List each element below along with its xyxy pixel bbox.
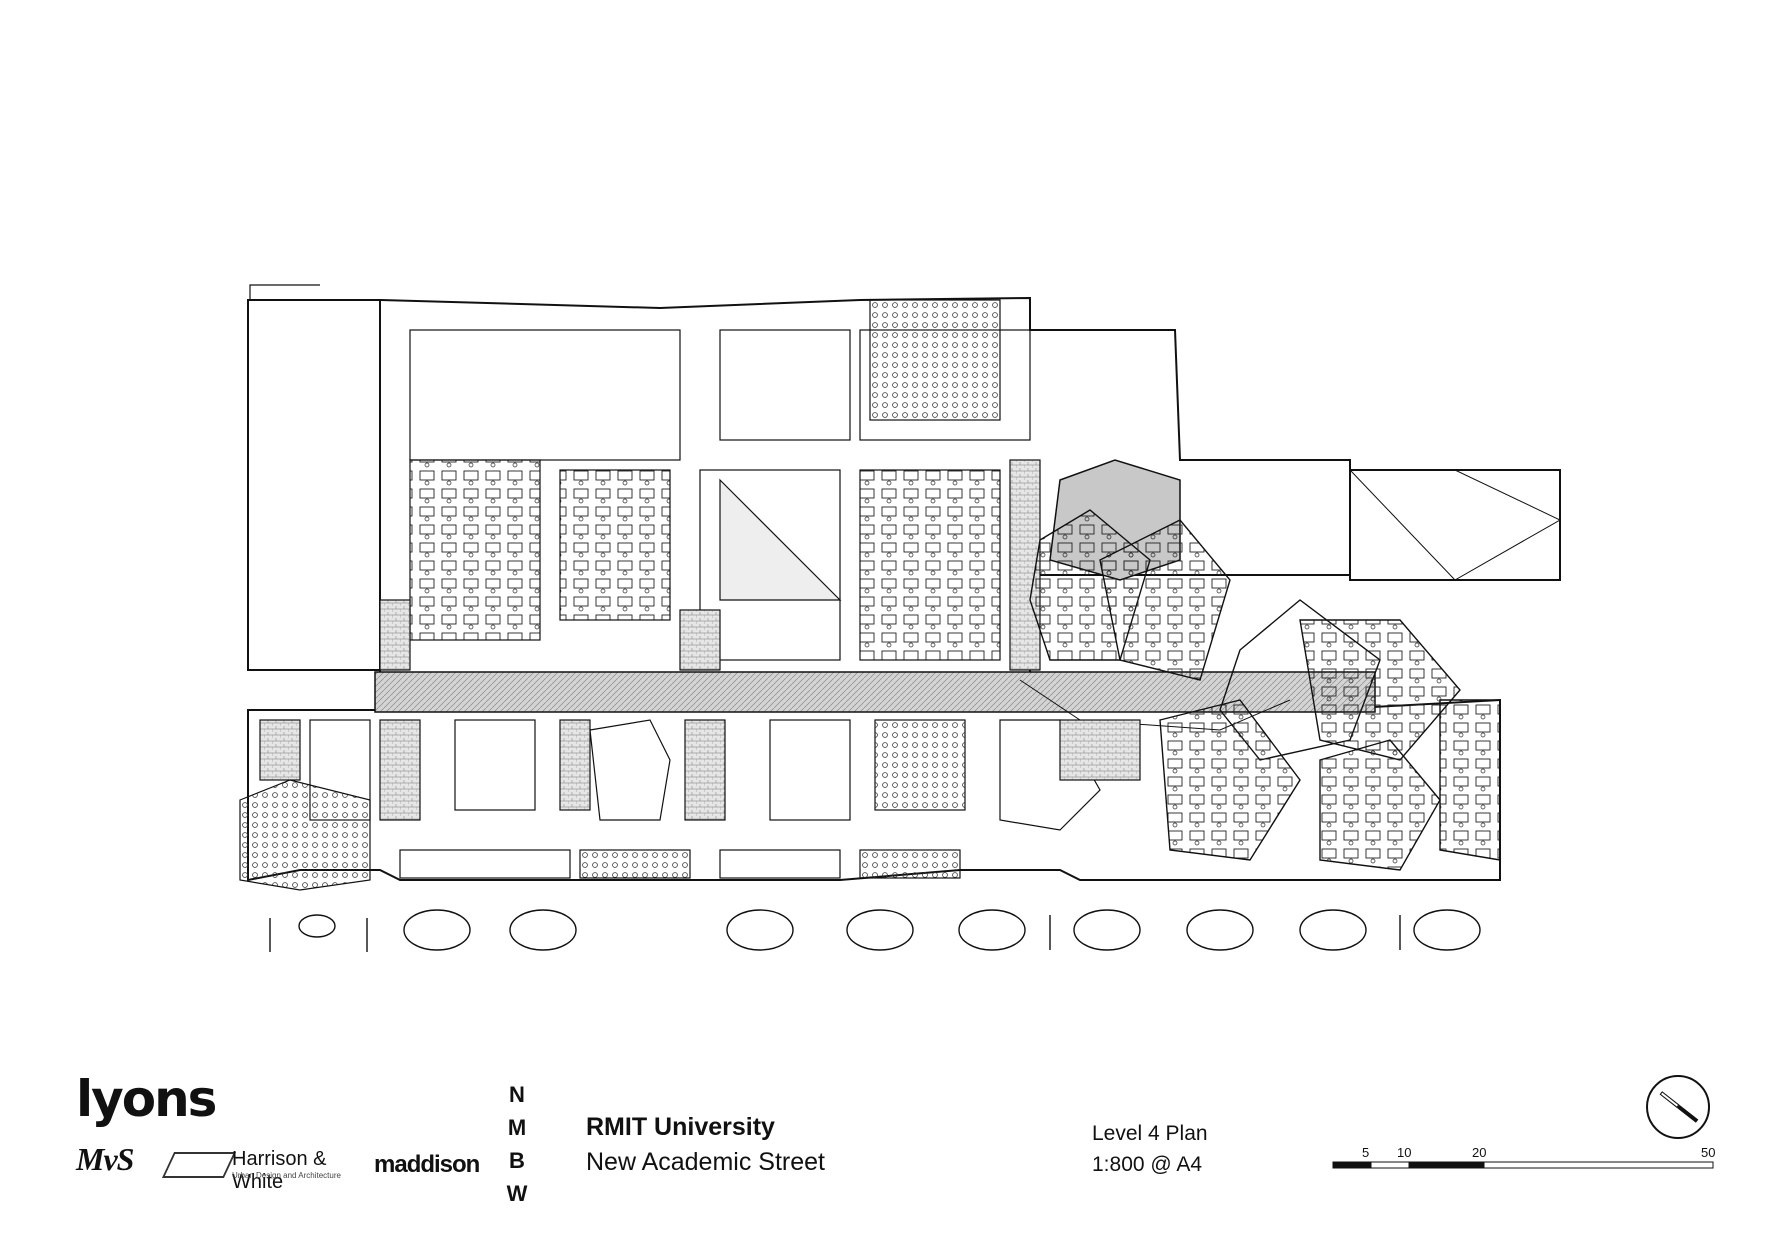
scale-note: 1:800 @ A4	[1092, 1153, 1203, 1176]
maddison-logo: maddison	[374, 1151, 480, 1178]
street-trees	[298, 909, 1481, 951]
east-annex	[1349, 469, 1561, 581]
corridor-east-edge	[1019, 679, 1291, 731]
harrison-white-subtitle: Urban Design and Architecture	[232, 1171, 341, 1180]
scale-tick-label: 20	[1472, 1145, 1487, 1160]
nmbw-logo: N M B W	[505, 1078, 529, 1210]
angled-rooms	[1029, 509, 1501, 871]
scale-tick-label: 5	[1362, 1145, 1370, 1160]
nmbw-letter: W	[506, 1181, 528, 1206]
harrison-white-mark-icon	[161, 1152, 237, 1178]
nmbw-letter: N	[509, 1082, 525, 1107]
mvs-logo: MvS	[76, 1141, 134, 1177]
bollards	[269, 915, 1401, 952]
project-name: New Academic Street	[586, 1148, 825, 1176]
scale-tick-label: 50	[1701, 1145, 1716, 1160]
scale-tick-label: 10	[1397, 1145, 1412, 1160]
nmbw-letter: B	[509, 1148, 525, 1173]
west-wing	[247, 299, 381, 671]
client-name: RMIT University	[586, 1113, 775, 1141]
scale-bar	[1332, 1161, 1714, 1169]
harrison-white-name: Harrison & White	[232, 1148, 327, 1193]
lyons-logo: lyons	[76, 1070, 217, 1128]
north-arrow-icon	[1646, 1075, 1710, 1139]
south-rooms	[239, 719, 1141, 891]
harrison-white-logo: Harrison & White Urban Design and Archit…	[161, 1146, 368, 1193]
sheet-title: Level 4 Plan	[1092, 1122, 1208, 1145]
nmbw-letter: M	[507, 1115, 527, 1140]
north-rooms	[379, 299, 1041, 671]
